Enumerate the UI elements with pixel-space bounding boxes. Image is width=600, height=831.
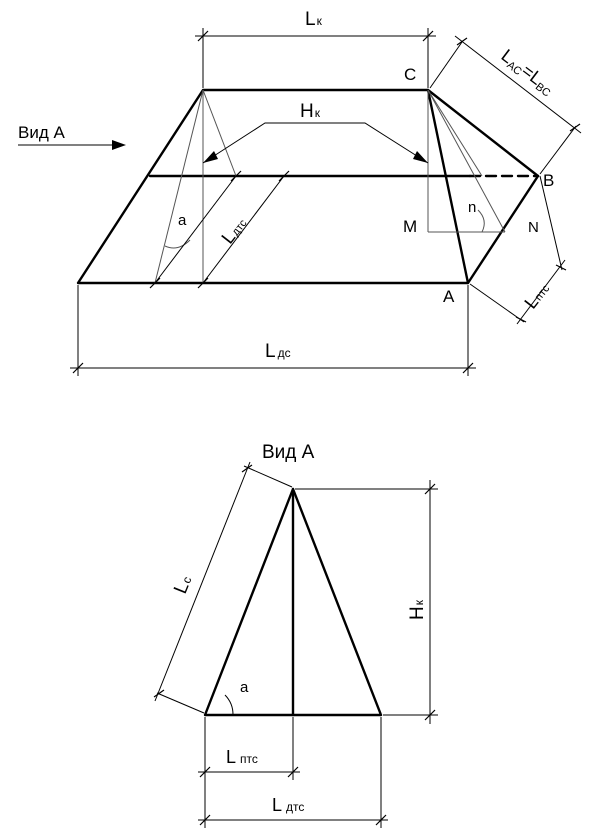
lac-ext-c (429, 41, 463, 89)
angle-n-arc (477, 209, 485, 233)
point-m-label: M (403, 217, 417, 236)
point-a-label: A (443, 287, 455, 306)
hk-side-label: Hк (407, 599, 428, 620)
lc-ext-bottom (156, 692, 205, 714)
ldtc-label: Lдтс (217, 213, 250, 248)
angle-a-arc-bottom (224, 694, 234, 716)
hk-arrow-head-left (203, 151, 218, 163)
lc-ext-top (243, 465, 293, 488)
lk-tick-left (197, 30, 209, 42)
hk-label: Hк (300, 101, 321, 122)
ldc-tick-right (462, 362, 474, 374)
hk-arrow (202, 122, 429, 164)
lc-label: Lс (170, 573, 196, 597)
hk-tick-bottom (424, 709, 436, 721)
lptc-bottom-tick-right (287, 766, 299, 778)
lptc-bottom-tick-left (199, 766, 211, 778)
hk-tick-top (424, 483, 436, 495)
lptc-label: Lптс (520, 278, 553, 312)
ldtc-dim-line-2 (202, 175, 285, 284)
svg-text:Lс: Lс (170, 573, 196, 597)
point-c-label: C (404, 65, 416, 84)
ldc-tick-left (72, 362, 84, 374)
base-tick-2 (197, 277, 209, 289)
angle-a-label: a (178, 212, 187, 229)
lk-label: Lк (305, 9, 323, 30)
lptc-tick-top (555, 264, 567, 271)
view-a-arrow-label: Вид A (18, 123, 65, 142)
svg-text:Hк: Hк (407, 599, 428, 620)
lptc-tick-bottom (515, 316, 527, 323)
view-a-title: Вид A (262, 442, 315, 463)
lptc-ext-top (539, 175, 563, 271)
c-to-n-line (427, 89, 506, 233)
svg-text:Lдтс: Lдтс (217, 213, 250, 248)
lk-tick-right (422, 30, 434, 42)
lc-tick-bottom (153, 689, 165, 698)
ldtc-bottom-tick-left (199, 814, 211, 826)
angle-n-label: n (468, 199, 476, 216)
hip-edge-ca (426, 88, 470, 285)
lac-dim-line (454, 35, 582, 134)
point-n-label: N (528, 219, 539, 236)
roof-outline (76, 88, 540, 285)
svg-text:Lптс: Lптс (520, 278, 553, 312)
lptc-ext-bottom (469, 283, 525, 323)
hk-arrow-head-right (413, 151, 428, 163)
lc-dim-line (154, 461, 251, 702)
angle-a-arc (164, 239, 191, 249)
ldtc-dim-line (154, 175, 237, 284)
lptc-dim-line (516, 259, 566, 325)
lac-ext-b (539, 125, 577, 175)
lc-tick-top (241, 464, 253, 473)
base-tick-1 (149, 277, 161, 289)
ldtc-bottom-tick-right (375, 814, 387, 826)
point-b-label: B (543, 171, 554, 190)
mid-tick-1 (230, 170, 242, 182)
angle-a-bottom-label: a (240, 679, 249, 696)
lac-tick-bottom (569, 123, 581, 132)
left-slope-line-2 (202, 89, 237, 177)
view-arrow-head (112, 140, 126, 150)
c-slope-2 (427, 89, 483, 177)
mid-tick-2 (278, 170, 290, 182)
left-slope-line (154, 89, 204, 284)
lac-tick-top (456, 37, 468, 46)
